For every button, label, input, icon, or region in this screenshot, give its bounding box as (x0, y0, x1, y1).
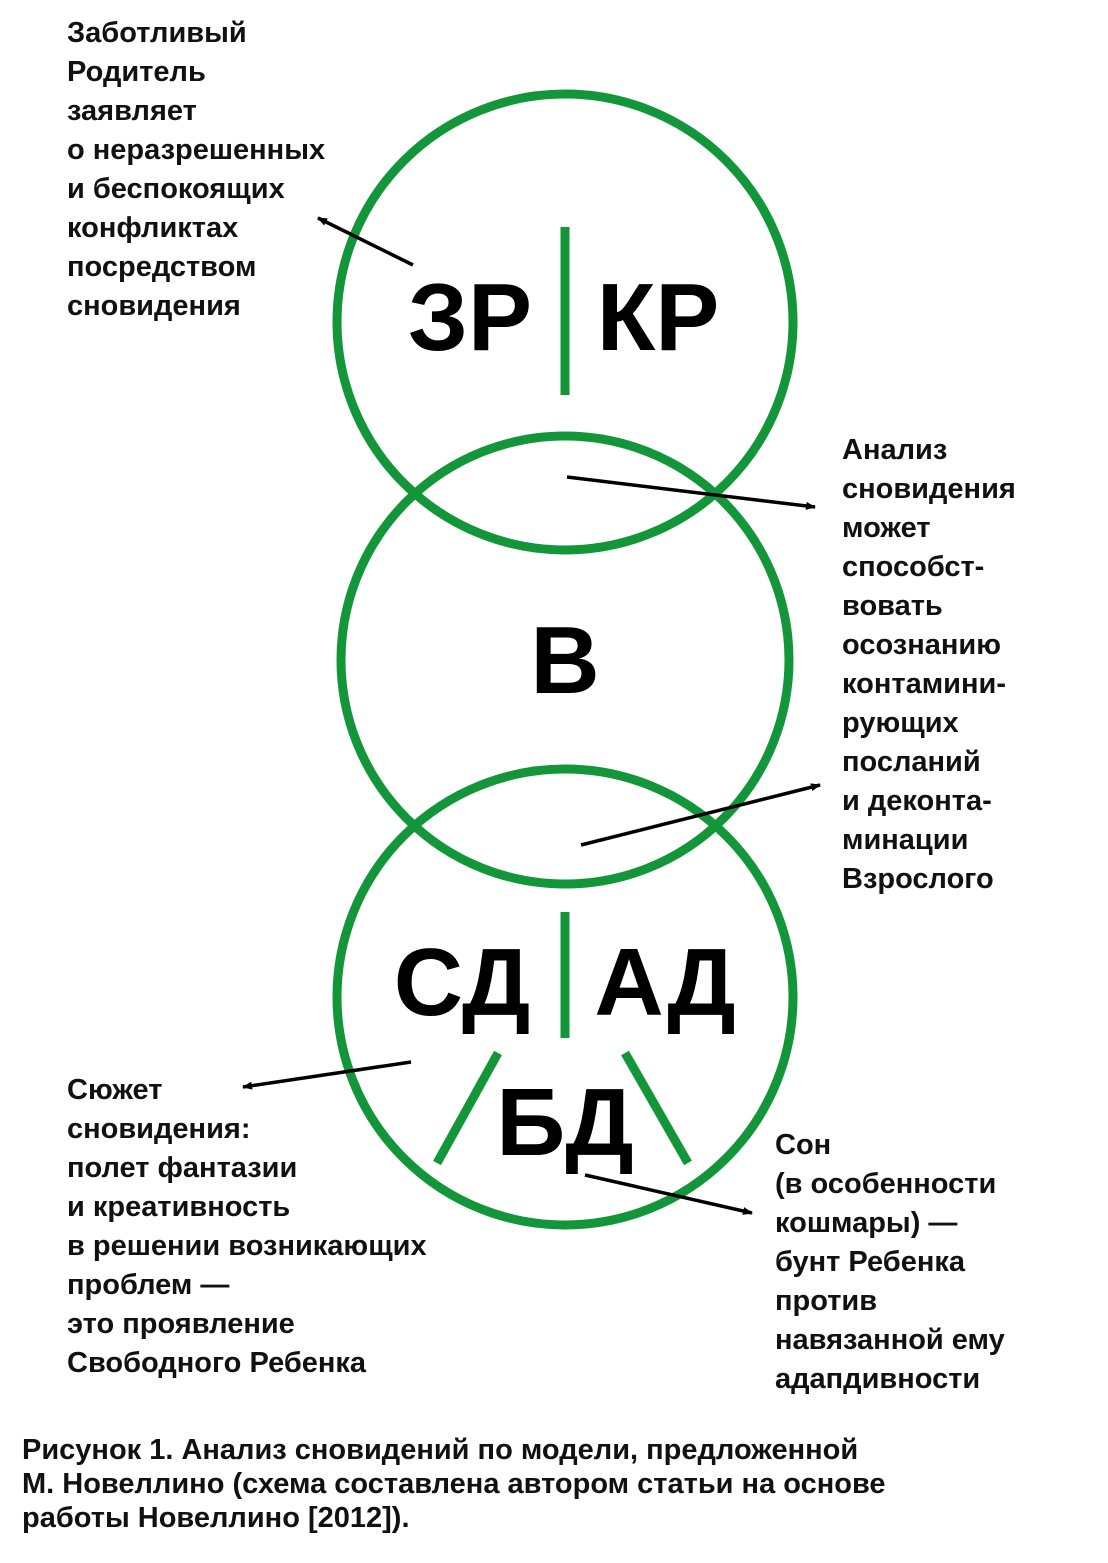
note-line: рующих (842, 707, 959, 739)
caption-line: Рисунок 1. Анализ сновидений по модели, … (22, 1434, 859, 1466)
caption-line: работы Новеллино [2012]). (22, 1502, 410, 1534)
note-line: Свободного Ребенка (67, 1347, 367, 1379)
note-line: сновидения (842, 473, 1016, 505)
label-kr: КР (597, 264, 720, 371)
adult-circle (336, 431, 794, 889)
note-line: Анализ (842, 434, 948, 466)
note-line: против (775, 1285, 878, 1317)
parent-circle (332, 89, 798, 555)
label-sd: СД (394, 929, 530, 1036)
note-rebel-child: Сон (в особенности кошмары) — бунт Ребен… (775, 1126, 1005, 1399)
note-line: навязанной ему (775, 1324, 1005, 1356)
caption-line: М. Новеллино (схема составлена автором с… (22, 1468, 886, 1500)
note-line: Взрослого (842, 863, 994, 895)
label-zr: ЗР (408, 264, 532, 371)
note-line: посланий (842, 746, 981, 778)
note-adult: Анализ сновидения может способст- вовать… (842, 431, 1016, 899)
note-line: Заботливый (67, 17, 247, 49)
note-line: сновидения (67, 290, 241, 322)
note-line: адапдивности (775, 1363, 981, 1395)
arrow-rebel-child (584, 1173, 753, 1215)
note-line: Родитель (67, 56, 206, 88)
label-ad: АД (594, 929, 735, 1036)
note-line: Сюжет (67, 1074, 163, 1106)
note-line: посредством (67, 251, 257, 283)
note-line: бунт Ребенка (775, 1246, 966, 1278)
note-line: кошмары) — (775, 1207, 958, 1239)
note-line: (в особенности (775, 1168, 997, 1200)
note-line: может (842, 512, 931, 544)
note-line: в решении возникающих (67, 1230, 427, 1262)
note-line: вовать (842, 590, 943, 622)
note-free-child: Сюжет сновидения: полет фантазии и креат… (67, 1071, 427, 1383)
arrow-free-child (242, 1060, 412, 1090)
arrow-parent (317, 216, 414, 267)
label-v: В (530, 607, 599, 714)
arrow-adult-top (566, 475, 816, 510)
note-line: минации (842, 824, 969, 856)
note-line: контамини- (842, 668, 1006, 700)
child-circle (332, 764, 798, 1230)
figure-caption: Рисунок 1. Анализ сновидений по модели, … (22, 1433, 886, 1535)
note-line: осознанию (842, 629, 1001, 661)
note-line: о неразрешенных (67, 134, 326, 166)
note-line: это проявление (67, 1308, 295, 1340)
note-line: сновидения: (67, 1113, 251, 1145)
child-divider-right (621, 1050, 692, 1166)
note-line: и деконта- (842, 785, 992, 817)
note-parent: Заботливый Родитель заявляет о неразреше… (67, 14, 325, 326)
note-line: Сон (775, 1129, 832, 1161)
note-line: полет фантазии (67, 1152, 298, 1184)
note-line: проблем — (67, 1269, 230, 1301)
arrow-adult-bottom (580, 783, 821, 847)
child-divider-left (433, 1050, 502, 1166)
label-bd: БД (496, 1069, 633, 1176)
note-line: способст- (842, 551, 985, 583)
note-line: и беспокоящих (67, 173, 285, 205)
note-line: заявляет (67, 95, 197, 127)
note-line: и креативность (67, 1191, 291, 1223)
note-line: конфликтах (67, 212, 239, 244)
